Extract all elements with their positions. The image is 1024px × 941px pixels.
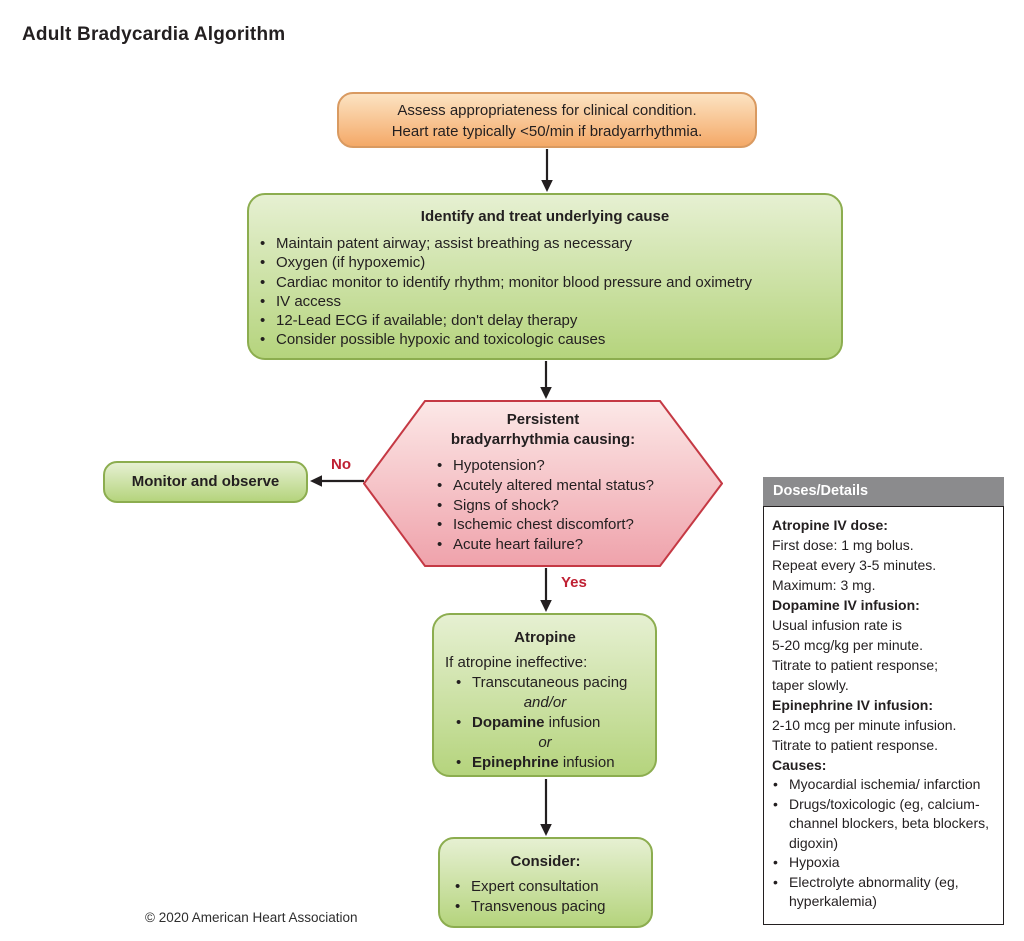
dose-line: Titrate to patient response. [772,737,939,753]
doses-details-panel: Doses/Details Atropine IV dose: First do… [763,477,1004,925]
connector-or: or [538,734,552,751]
drug-rest: infusion [558,754,615,771]
consider-node: Consider: Expert consultation Transvenou… [438,837,653,928]
dose-line: Maximum: 3 mg. [772,577,876,593]
identify-bullet-list: Maintain patent airway; assist breathing… [249,234,841,350]
list-item: Maintain patent airway; assist breathing… [260,234,841,254]
arrow-identify-to-decision [540,361,552,399]
list-item: Ischemic chest discomfort? [437,515,723,535]
arrow-atropine-to-consider [540,779,552,836]
page-title: Adult Bradycardia Algorithm [22,23,286,45]
drug-rest: infusion [544,714,601,731]
decision-heading-line2: bradyarrhythmia causing: [450,431,636,448]
decision-heading-line1: Persistent [506,411,580,428]
list-item: Acute heart failure? [437,535,723,555]
decision-content: Persistent bradyarrhythmia causing: Hypo… [363,400,723,567]
drug-name: Dopamine [472,714,545,731]
list-item: Electrolyte abnormality (eg, hyperkalemi… [773,873,997,912]
yes-branch-label: Yes [561,574,587,591]
identify-heading: Identify and treat underlying cause [420,208,670,225]
dose-line: taper slowly. [772,677,849,693]
atropine-heading: Atropine [514,629,576,646]
list-item: Cardiac monitor to identify rhythm; moni… [260,273,841,293]
list-item: Dopamine infusion [456,713,645,733]
no-branch-label: No [331,456,351,473]
arrow-decision-to-atropine [540,568,552,612]
atropine-intro: If atropine ineffective: [445,654,588,671]
list-item: Drugs/toxicologic (eg, calcium-channel b… [773,795,997,854]
dopamine-infusion-heading: Dopamine IV infusion: [772,597,920,613]
list-item: Transvenous pacing [455,897,651,917]
dose-line: 2-10 mcg per minute infusion. [772,717,957,733]
list-item: Epinephrine infusion [456,753,645,773]
list-item: Myocardial ischemia/ infarction [773,775,997,795]
dose-line: Repeat every 3-5 minutes. [772,557,937,573]
epinephrine-infusion-heading: Epinephrine IV infusion: [772,697,933,713]
list-item: Consider possible hypoxic and toxicologi… [260,330,841,350]
doses-panel-body: Atropine IV dose: First dose: 1 mg bolus… [763,506,1004,925]
copyright: © 2020 American Heart Association [145,910,358,925]
list-item: Signs of shock? [437,496,723,516]
dose-line: 5-20 mcg/kg per minute. [772,637,923,653]
assess-text-line2: Heart rate typically <50/min if bradyarr… [391,123,703,140]
list-item: Hypotension? [437,456,723,476]
consider-bullet-list: Expert consultation Transvenous pacing [440,877,651,917]
atropine-option-list: Transcutaneous pacing and/or Dopamine in… [445,673,645,773]
monitor-node: Monitor and observe [103,461,308,503]
decision-node: Persistent bradyarrhythmia causing: Hypo… [363,400,723,567]
list-item: Acutely altered mental status? [437,476,723,496]
identify-node: Identify and treat underlying cause Main… [247,193,843,360]
list-item: 12-Lead ECG if available; don't delay th… [260,311,841,331]
dose-line: First dose: 1 mg bolus. [772,537,914,553]
decision-bullet-list: Hypotension? Acutely altered mental stat… [363,456,723,555]
connector-and-or: and/or [523,694,567,711]
causes-heading: Causes: [772,757,827,773]
arrow-assess-to-identify [541,149,553,192]
list-item: IV access [260,292,841,312]
dose-line: Titrate to patient response; [772,657,939,673]
consider-heading: Consider: [510,853,581,870]
causes-bullet-list: Myocardial ischemia/ infarction Drugs/to… [772,775,997,912]
assess-text-line1: Assess appropriateness for clinical cond… [397,102,697,119]
list-item: Oxygen (if hypoxemic) [260,253,841,273]
dose-line: Usual infusion rate is [772,617,902,633]
drug-name: Epinephrine [472,754,559,771]
assess-node: Assess appropriateness for clinical cond… [337,92,757,148]
list-item: Transcutaneous pacing [456,673,645,693]
doses-panel-header: Doses/Details [763,477,1004,506]
atropine-node: Atropine If atropine ineffective: Transc… [432,613,657,777]
arrow-decision-to-monitor [310,475,364,487]
atropine-dose-heading: Atropine IV dose: [772,517,888,533]
list-item: Expert consultation [455,877,651,897]
list-item: Hypoxia [773,853,997,873]
